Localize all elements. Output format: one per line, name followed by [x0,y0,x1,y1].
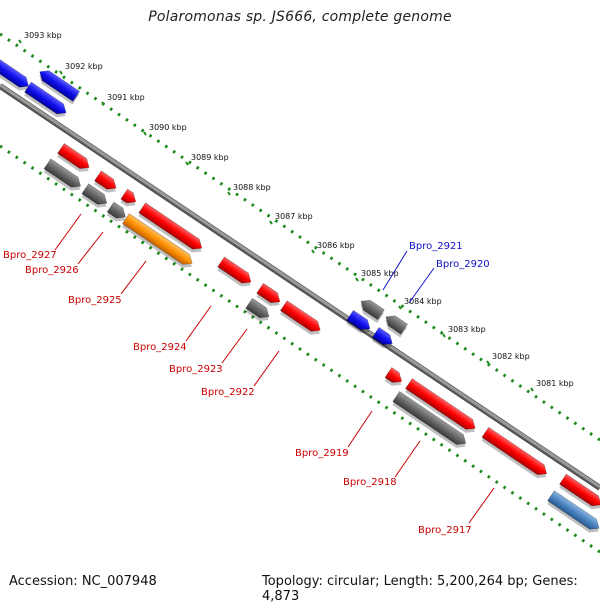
scale-tick [355,277,359,282]
scale-tick [530,387,534,392]
gene-label: Bpro_2927 [3,250,57,261]
scale-tick [227,191,231,196]
scale-label: 3081 kbp [536,379,574,388]
gene-label: Bpro_2923 [169,364,223,375]
gene-leader-line [77,231,104,265]
gene-leader-line [382,250,408,291]
gene-arrow [138,202,203,253]
scale-label: 3082 kbp [492,352,530,361]
scale-label: 3093 kbp [24,31,62,40]
gene-arrow [245,297,270,322]
gene-label: Bpro_2925 [68,295,122,306]
gene-arrow [371,327,393,348]
gene-arrow [256,282,281,307]
gene-label: Bpro_2919 [295,448,349,459]
gene-leader-line [185,305,212,342]
gene-arrow [120,188,137,207]
gene-label: Bpro_2922 [201,387,255,398]
scale-labels: 3093 kbp 3092 kbp 3091 kbp 3090 kbp 3089 kbp… [18,31,574,392]
gene-label: Bpro_2917 [418,525,472,536]
scale-label: 3091 kbp [107,93,145,102]
gene-labels: Bpro_2927Bpro_2926Bpro_2925Bpro_2924Bpro… [3,213,495,536]
gene-arrow [122,213,193,268]
gene-label: Bpro_2926 [25,265,79,276]
scale-tick [143,131,147,136]
accession-text: Accession: NC_007948 [9,574,157,589]
scale-label: 3088 kbp [233,183,271,192]
gene-leader-line [468,487,495,524]
gene-arrow [217,256,252,287]
scale-tick [486,360,490,365]
gene-label: Bpro_2918 [343,477,397,488]
scale-label: 3085 kbp [361,269,399,278]
gene-leader-line [408,267,435,304]
scale-label: 3090 kbp [149,123,187,132]
scale-tick [59,70,63,75]
scale-tick [311,249,315,254]
gene-arrow [43,158,81,191]
gene-arrow [360,299,385,324]
gene-arrow [346,309,371,334]
scale-tick [442,333,446,338]
gene-leader-line [221,328,248,364]
gene-features [0,58,600,533]
gene-arrow [24,81,67,118]
scale-tick [185,161,189,166]
gene-arrow [81,183,108,208]
scale-tick [269,220,273,225]
scale-label: 3089 kbp [191,153,229,162]
gene-arrow [94,170,117,193]
gene-label: Bpro_2920 [436,259,490,270]
gene-label: Bpro_2921 [409,241,463,252]
gene-arrow [559,473,600,510]
gene-leader-line [253,350,280,387]
scale-label: 3083 kbp [448,325,486,334]
gene-arrow [0,58,29,91]
scale-label: 3087 kbp [275,212,313,221]
scale-label: 3084 kbp [404,297,442,306]
gene-leader-line [394,440,421,478]
scale-track-inner [0,144,600,554]
gene-label: Bpro_2924 [133,342,187,353]
scale-tick [18,39,22,44]
gene-leader-line [120,260,147,295]
gene-arrow [481,426,548,479]
gene-arrow [547,490,600,533]
scale-track-outer [0,32,600,442]
gene-arrow [39,70,81,105]
gene-arrow [106,201,126,222]
page-title: Polaromonas sp. JS666, complete genome [148,9,452,25]
gene-arrow [385,315,408,338]
scale-tick [398,305,402,310]
scale-label: 3092 kbp [65,62,103,71]
gene-arrow [384,367,403,386]
gene-arrow [57,143,90,172]
gene-arrow [405,378,476,433]
scale-tick [101,101,105,106]
gene-leader-line [54,213,82,251]
genome-backbone [0,83,600,491]
gene-arrow [279,300,321,335]
gene-leader-line [347,410,373,448]
scale-label: 3086 kbp [317,241,355,250]
gene-arrow [392,391,467,448]
